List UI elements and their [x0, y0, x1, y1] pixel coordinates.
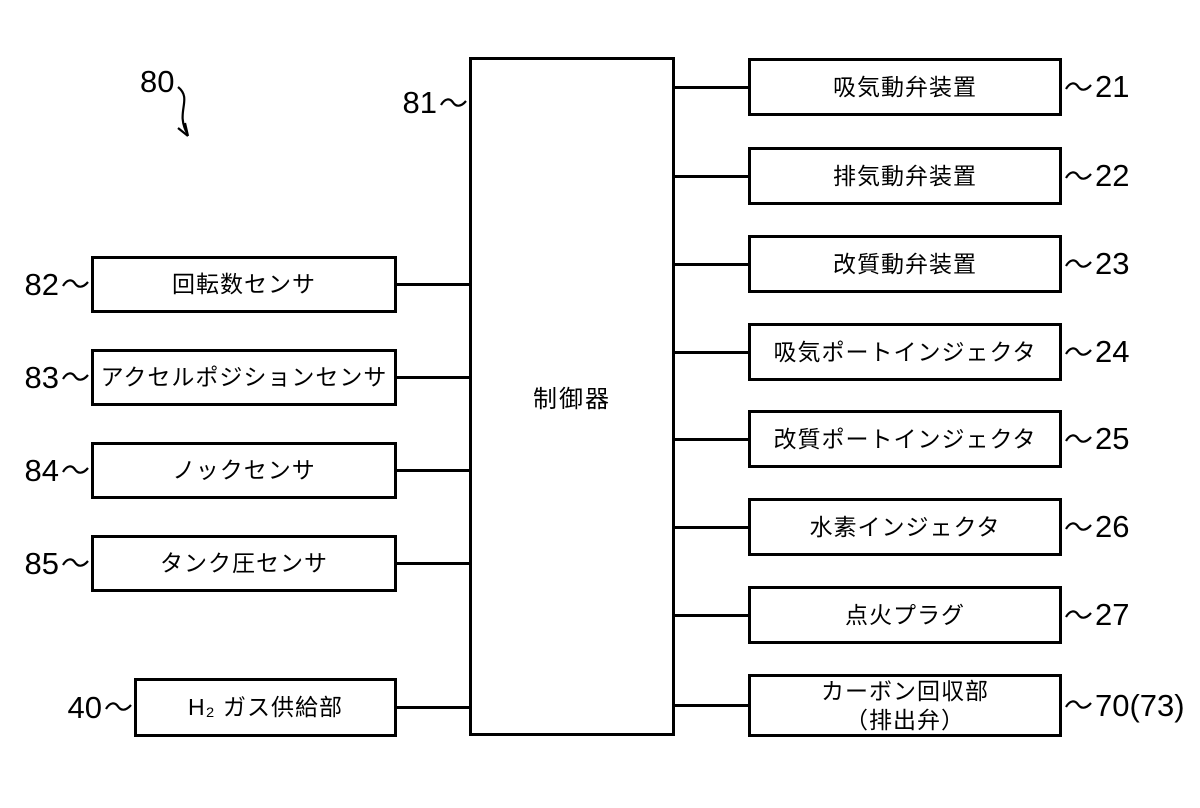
figure-ref-arrow-icon [177, 86, 190, 137]
leader-tilde-icon [1065, 609, 1092, 619]
connector-line [395, 469, 471, 472]
block-reforming-valve-device: 改質動弁装置 [748, 235, 1062, 293]
leader-tilde-icon [62, 558, 89, 567]
leader-tilde-icon [105, 702, 132, 711]
leader-tilde-icon [1065, 433, 1092, 443]
block-intake-port-injector-ref-label: 24 [1065, 334, 1129, 370]
block-spark-plug-ref-number: 27 [1095, 597, 1130, 632]
block-accel-position-sensor-label: アクセルポジションセンサ [100, 364, 388, 391]
block-intake-port-injector-ref-number: 24 [1095, 334, 1130, 369]
block-tank-pressure-sensor: タンク圧センサ [91, 535, 397, 592]
block-knock-sensor-ref-number: 84 [24, 452, 59, 488]
block-reforming-port-injector-label: 改質ポートインジェクタ [773, 425, 1037, 452]
block-h2-gas-supply: H₂ ガス供給部 [134, 678, 397, 737]
block-exhaust-valve-device-ref-label: 22 [1065, 158, 1129, 194]
block-exhaust-valve-device: 排気動弁装置 [748, 147, 1062, 205]
block-intake-valve-device-ref-number: 21 [1095, 69, 1130, 104]
block-exhaust-valve-device-label: 排気動弁装置 [833, 162, 977, 189]
block-accel-position-sensor: アクセルポジションセンサ [91, 349, 397, 406]
connector-line [395, 706, 471, 709]
connector-line [395, 283, 471, 286]
block-knock-sensor-ref-label: 84 [18, 453, 89, 489]
connector-line [673, 525, 750, 529]
connector-line [673, 174, 750, 178]
block-exhaust-valve-device-ref-number: 22 [1095, 158, 1130, 193]
block-tank-pressure-sensor-label: タンク圧センサ [160, 550, 328, 577]
block-hydrogen-injector-ref-label: 26 [1065, 509, 1129, 545]
block-knock-sensor: ノックセンサ [91, 442, 397, 499]
connector-line [673, 262, 750, 266]
figure-ref-number: 80 [140, 64, 175, 99]
block-accel-position-sensor-ref-label: 83 [18, 360, 89, 396]
controller-ref-label: 81 [402, 85, 467, 121]
connector-line [395, 376, 471, 379]
block-reforming-valve-device-ref-number: 23 [1095, 246, 1130, 281]
connector-line [395, 562, 471, 565]
block-intake-valve-device-label: 吸気動弁装置 [833, 73, 977, 100]
block-knock-sensor-label: ノックセンサ [172, 457, 316, 484]
block-intake-port-injector-label: 吸気ポートインジェクタ [773, 338, 1037, 365]
block-carbon-recovery-unit-label-line2: （排出弁） [845, 706, 965, 733]
connector-line [673, 613, 750, 617]
block-hydrogen-injector-ref-number: 26 [1095, 509, 1130, 544]
block-h2-gas-supply-label: H₂ ガス供給部 [188, 694, 343, 721]
connector-line [673, 437, 750, 441]
block-carbon-recovery-unit: カーボン回収部（排出弁） [748, 674, 1062, 737]
block-hydrogen-injector-label: 水素インジェクタ [809, 513, 1001, 540]
block-reforming-port-injector: 改質ポートインジェクタ [748, 410, 1062, 468]
block-reforming-valve-device-ref-label: 23 [1065, 246, 1129, 282]
leader-tilde-icon [1065, 258, 1092, 268]
controller-ref-number: 81 [402, 85, 437, 120]
leader-tilde-icon [62, 465, 89, 474]
block-spark-plug-label: 点火プラグ [845, 601, 965, 628]
leader-tilde-icon [1065, 521, 1092, 531]
leader-tilde-icon [440, 97, 467, 107]
block-carbon-recovery-unit-label: カーボン回収部 [821, 678, 989, 705]
controller-box: 制御器 [469, 57, 675, 736]
block-intake-valve-device: 吸気動弁装置 [748, 58, 1062, 116]
block-carbon-recovery-unit-ref-label: 70(73) [1065, 688, 1185, 724]
block-intake-valve-device-ref-label: 21 [1065, 69, 1129, 105]
block-rotation-speed-sensor-label: 回転数センサ [172, 271, 316, 298]
block-reforming-valve-device-label: 改質動弁装置 [833, 250, 977, 277]
leader-tilde-icon [1065, 700, 1092, 709]
leader-tilde-icon [1065, 81, 1092, 91]
block-reforming-port-injector-ref-label: 25 [1065, 421, 1129, 457]
controller-label: 制御器 [533, 386, 611, 413]
block-tank-pressure-sensor-ref-number: 85 [24, 545, 59, 581]
block-rotation-speed-sensor-ref-number: 82 [24, 266, 59, 302]
figure-ref-label: 80 [140, 64, 174, 100]
block-accel-position-sensor-ref-number: 83 [24, 359, 59, 395]
leader-tilde-icon [1065, 346, 1092, 356]
connector-line [673, 704, 750, 707]
block-carbon-recovery-unit-ref-number: 70(73) [1095, 687, 1185, 723]
block-reforming-port-injector-ref-number: 25 [1095, 421, 1130, 456]
block-spark-plug: 点火プラグ [748, 586, 1062, 644]
block-h2-gas-supply-ref-number: 40 [67, 689, 102, 725]
block-spark-plug-ref-label: 27 [1065, 597, 1129, 633]
leader-tilde-icon [62, 279, 89, 288]
block-hydrogen-injector: 水素インジェクタ [748, 498, 1062, 556]
block-intake-port-injector: 吸気ポートインジェクタ [748, 323, 1062, 381]
leader-tilde-icon [1065, 170, 1092, 180]
leader-tilde-icon [62, 372, 89, 381]
block-rotation-speed-sensor-ref-label: 82 [18, 267, 89, 303]
block-h2-gas-supply-ref-label: 40 [61, 690, 132, 726]
block-tank-pressure-sensor-ref-label: 85 [18, 546, 89, 582]
block-rotation-speed-sensor: 回転数センサ [91, 256, 397, 313]
connector-line [673, 85, 750, 89]
connector-line [673, 350, 750, 354]
